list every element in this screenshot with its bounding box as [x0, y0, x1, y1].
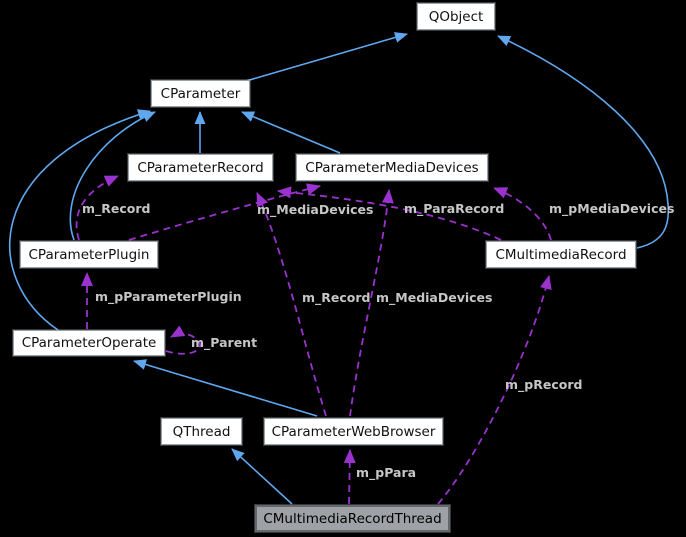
node-cparameterplugin[interactable]: CParameterPlugin	[20, 241, 158, 268]
edge-usage-m-mediadevices-plugin-to-mediadevices	[128, 183, 321, 241]
edge-usage-m-pmediadevices-record-to-mediadevices	[493, 187, 552, 241]
edge-inherit-cparameteroperate-to-cparameter	[8, 109, 151, 331]
node-cparameterwebbrowser[interactable]: CParameterWebBrowser	[264, 418, 443, 445]
edge-label-m-precord: m_pRecord	[505, 377, 583, 392]
edge-label-m-record-plugin: m_Record	[82, 201, 151, 216]
node-cmultimediarecordthread-current[interactable]: CMultimediaRecordThread	[255, 505, 450, 532]
edge-usage-m-parent-operate-self-loop	[165, 325, 201, 355]
edge-inherit-cparameterwebbrowser-to-cparameteroperate	[133, 359, 318, 417]
edge-label-m-mediadevices-webbrowser: m_MediaDevices	[376, 290, 493, 305]
edge-usage-m-record-webbrowser-to-record	[256, 192, 327, 417]
edge-inherit-cmultimediarecord-to-qobject	[497, 35, 670, 249]
edge-label-m-pmediadevices: m_pMediaDevices	[549, 201, 675, 216]
edge-label-m-pararecord: m_ParaRecord	[404, 201, 505, 216]
edge-label-m-pparameterplugin: m_pParameterPlugin	[95, 289, 242, 304]
edge-usage-m-ppara-thread-to-webbrowser	[343, 449, 356, 505]
node-cmultimediarecord[interactable]: CMultimediaRecord	[486, 241, 636, 268]
node-qthread[interactable]: QThread	[161, 418, 242, 445]
node-cparameterrecord[interactable]: CParameterRecord	[128, 154, 273, 181]
edge-inherit-cparameter-to-qobject	[245, 32, 408, 82]
node-cparameter[interactable]: CParameter	[151, 80, 250, 107]
edge-usage-m-record-plugin-to-record	[75, 175, 119, 241]
edge-label-m-ppara: m_pPara	[356, 465, 417, 480]
node-cparametermediadevices[interactable]: CParameterMediaDevices	[296, 154, 488, 181]
edge-inherit-cmultimediarecordthread-to-qthread	[231, 448, 293, 505]
edge-usage-m-mediadevices-webbrowser-to-mediadevices	[349, 189, 394, 417]
edge-usage-m-pararecord-record-to-pararecord	[277, 186, 502, 241]
edge-label-m-record-webbrowser: m_Record	[302, 290, 371, 305]
edge-label-m-parent: m_Parent	[191, 335, 258, 350]
edge-inherit-cparameterplugin-to-cparameter	[69, 111, 156, 241]
edge-inherit-cparametermediadevices-to-cparameter	[241, 111, 341, 154]
node-cparameteroperate[interactable]: CParameterOperate	[13, 330, 165, 356]
edge-usage-m-precord-thread-to-record	[437, 275, 552, 505]
node-qobject[interactable]: QObject	[417, 3, 495, 30]
edge-label-m-mediadevices-plugin: m_MediaDevices	[257, 202, 374, 217]
